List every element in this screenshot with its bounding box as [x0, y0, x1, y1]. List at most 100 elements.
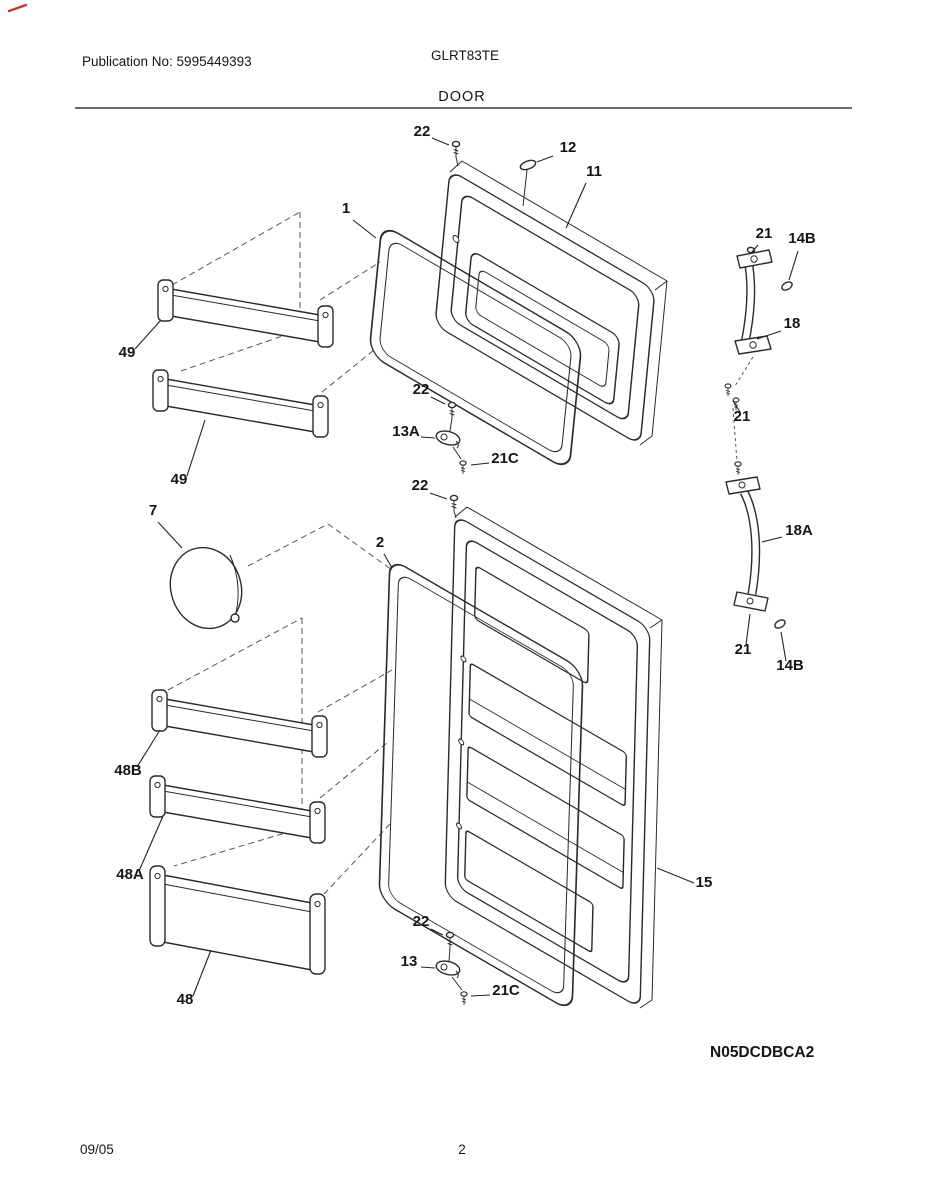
- model-number: GLRT83TE: [431, 48, 499, 63]
- freezer-door-assembly: [435, 160, 668, 446]
- callout-label-14b: 14B: [776, 657, 804, 674]
- hinge-18-top-hole: [750, 255, 758, 263]
- callout-label-13: 13: [401, 953, 418, 970]
- callout-leader-14b: [788, 250, 799, 281]
- freezer-door-pocket: [465, 252, 620, 405]
- callout-label-48b: 48B: [114, 762, 142, 779]
- callout-label-21c: 21C: [492, 982, 520, 999]
- callout-label-7: 7: [149, 502, 157, 519]
- hinge-18a-arm-fill: [741, 490, 759, 595]
- callout-label-48: 48: [177, 991, 194, 1008]
- screw-21-pair-a: [724, 383, 732, 397]
- lower-hinge-18a: [725, 476, 769, 612]
- callout-label-12: 12: [560, 139, 577, 156]
- fresh-door-dairy-pocket: [474, 566, 590, 684]
- callout-label-15: 15: [696, 874, 713, 891]
- fresh-door-clip-2: [458, 738, 465, 746]
- fresh-door-shelf-band-2: [466, 746, 625, 889]
- callout-label-11: 11: [586, 163, 602, 180]
- callout-leader-22: [430, 928, 444, 936]
- callout-label-21: 21: [756, 225, 773, 242]
- grommet-14b-upper: [781, 281, 793, 291]
- callout-label-21: 21: [735, 641, 752, 658]
- publication-number: Publication No: 5995449393: [82, 54, 252, 69]
- screw-21-lower-hinge: [734, 461, 742, 476]
- part-7-body: [169, 546, 243, 630]
- gasket-2-inner: [388, 576, 574, 994]
- callout-label-49: 49: [171, 471, 188, 488]
- hinge-18-arm-fill: [741, 265, 754, 344]
- callout-leader-13a: [420, 436, 436, 439]
- callout-leader-7: [157, 521, 183, 549]
- callout-leader-21: [732, 400, 741, 413]
- section-title: DOOR: [438, 89, 486, 105]
- callout-leader-21: [745, 613, 751, 646]
- footer-date: 09/05: [80, 1142, 114, 1157]
- fresh-door-clip-3: [456, 822, 463, 830]
- page-footer: 09/05 2: [80, 1142, 466, 1157]
- gasket-1-outer: [369, 229, 582, 466]
- callout-leader-11: [565, 182, 587, 229]
- callout-leader-18: [756, 330, 782, 340]
- door-bin-49-upper: [157, 279, 334, 348]
- screw-22-top: [451, 140, 461, 158]
- callout-leader-49: [186, 419, 206, 477]
- callout-leader-22: [429, 492, 448, 500]
- hinge-18a-top-hole: [738, 481, 746, 489]
- fresh-door-lower-pocket: [464, 830, 594, 953]
- freezer-door-back-edge: [449, 160, 668, 446]
- grommet-14b-lower: [774, 619, 786, 629]
- callout-leader-49: [134, 319, 162, 350]
- callout-label-18: 18: [784, 315, 801, 332]
- door-bin-49-lower: [152, 369, 329, 438]
- callout-leader-14b: [780, 631, 787, 662]
- fresh-door-gasket-2: [378, 563, 584, 1007]
- fresh-door-back-edge: [454, 506, 663, 1009]
- callout-leader-1: [352, 219, 377, 239]
- footer-page-number: 2: [458, 1142, 466, 1157]
- callout-leader-21c: [470, 994, 491, 997]
- fresh-door-assembly: [444, 506, 663, 1009]
- callout-label-1: 1: [342, 200, 350, 217]
- callout-label-21c: 21C: [491, 450, 519, 467]
- callout-leader-48a: [138, 815, 164, 872]
- hinge-bearing-13: [434, 958, 462, 979]
- grommet-12: [519, 159, 537, 171]
- screw-21c-upper: [459, 460, 467, 475]
- callout-label-22: 22: [413, 913, 430, 930]
- callout-label-2: 2: [376, 534, 384, 551]
- callout-leader-15: [656, 867, 695, 884]
- callout-leader-21c: [470, 462, 490, 466]
- connector-lines: [448, 156, 528, 991]
- callout-label-22: 22: [414, 123, 431, 140]
- door-bin-48: [149, 865, 326, 975]
- freezer-door-pocket-lip: [475, 270, 610, 387]
- red-scan-mark: [7, 3, 28, 13]
- upper-hinge-18: [734, 249, 773, 355]
- callout-leader-21: [751, 244, 759, 253]
- callout-leader-18a: [761, 536, 783, 543]
- callout-label-14b: 14B: [788, 230, 816, 247]
- callout-label-22: 22: [413, 381, 430, 398]
- callout-label-48a: 48A: [116, 866, 144, 883]
- callout-label-21: 21: [734, 408, 751, 425]
- callout-label-49: 49: [119, 344, 136, 361]
- door-bin-48b: [151, 689, 328, 758]
- screw-21c-lower: [460, 991, 468, 1006]
- callout-leader-48: [192, 949, 212, 997]
- freezer-door-gasket-1: [369, 229, 582, 466]
- fresh-door-shelf-floor-2: [467, 781, 624, 873]
- page-header: Publication No: 5995449393 GLRT83TE DOOR: [7, 3, 852, 109]
- callout-leader-12: [536, 155, 554, 163]
- gasket-2-outer: [378, 563, 584, 1007]
- fresh-door-clip-1: [460, 655, 467, 663]
- part-7-nub: [230, 613, 240, 623]
- callout-leader-2: [383, 553, 393, 569]
- fresh-door-shelf-band-1: [468, 663, 628, 806]
- hinge-18a-foot-hole: [746, 597, 754, 605]
- callout-leader-22: [430, 396, 446, 405]
- diagram-code: N05DCDBCA2: [710, 1044, 814, 1061]
